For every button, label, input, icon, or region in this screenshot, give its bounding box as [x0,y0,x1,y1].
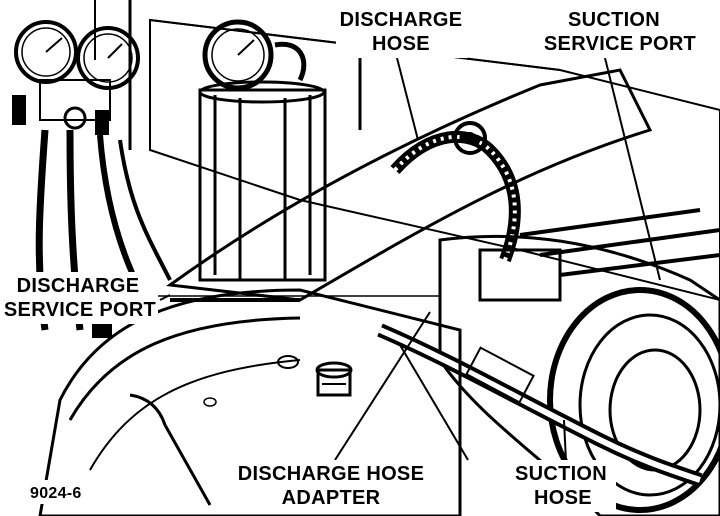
leader-lines [158,57,661,463]
low-pressure-gauge-icon [14,20,78,84]
hose-fitting-icon [453,121,487,155]
label-suction-service-port-line1: SUCTION [568,9,660,31]
label-discharge-service-port-line2: SERVICE PORT [4,299,156,321]
label-discharge-hose-adapter-line2: ADAPTER [282,487,381,509]
discharge-hose-adapter-icon [315,361,353,397]
high-pressure-gauge-icon [76,26,140,90]
label-suction-hose-line2: HOSE [534,487,592,509]
fender-panel [38,288,462,516]
label-suction-hose-line1: SUCTION [515,463,607,485]
suction-hose [377,323,703,487]
recovery-cylinder [198,19,327,282]
label-discharge-service-port-line1: DISCHARGE [17,275,140,297]
label-discharge-hose-adapter-line1: DISCHARGE HOSE [238,463,424,485]
cylinder-gauge-icon [202,19,274,91]
label-discharge-hose-line1: DISCHARGE [340,9,463,31]
figure-number-text: 9024-6 [30,485,82,502]
label-discharge-service-port: DISCHARGE SERVICE PORT [2,272,158,324]
label-discharge-hose-adapter: DISCHARGE HOSE ADAPTER [228,460,434,512]
label-suction-service-port-line2: SERVICE PORT [544,33,696,55]
label-discharge-hose: DISCHARGE HOSE [336,6,468,58]
label-discharge-hose-line2: HOSE [372,33,430,55]
label-suction-hose: SUCTION HOSE [506,460,616,512]
label-suction-service-port: SUCTION SERVICE PORT [544,6,696,58]
figure-number: 9024-6 [24,480,106,504]
discharge-hose [390,121,521,263]
